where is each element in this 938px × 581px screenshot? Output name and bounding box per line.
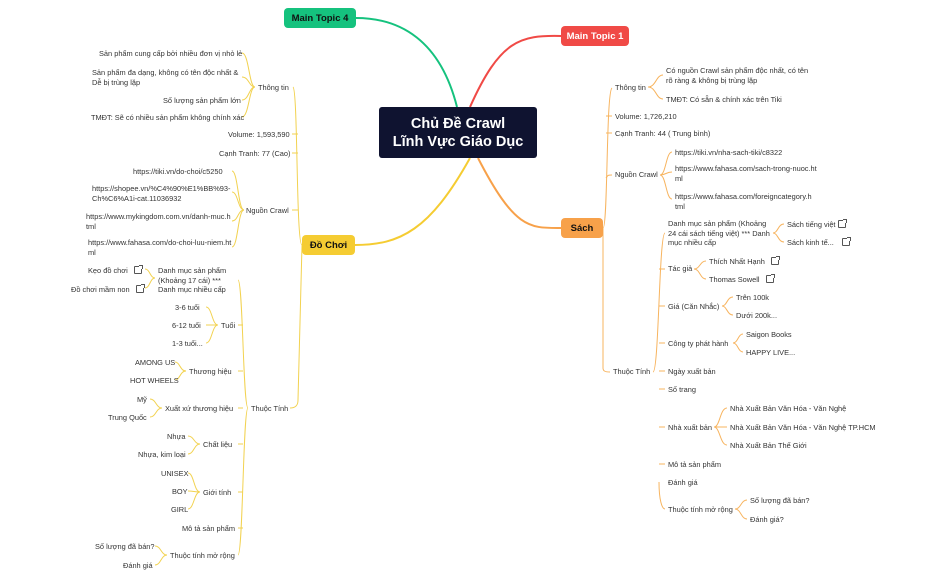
sach-mo-rong[interactable]: Thuộc tính mở rộng	[668, 505, 733, 514]
dochoi-thong-tin-item[interactable]: Sản phẩm cung cấp bởi nhiều đơn vị nhỏ l…	[99, 49, 243, 58]
dochoi-source-link[interactable]: https://tiki.vn/do-choi/c5250	[133, 167, 223, 176]
dochoi-chat-lieu[interactable]: Chất liệu	[203, 440, 233, 449]
dochoi-gioi-tinh-item[interactable]: BOY	[172, 487, 188, 496]
dochoi-chat-lieu-item[interactable]: Nhựa	[167, 432, 186, 441]
sach-mo-rong-item[interactable]: Đánh giá?	[750, 515, 784, 524]
sach-tac-gia-label: Thomas Sowell	[709, 275, 760, 284]
dochoi-thong-tin-item[interactable]: Số lượng sản phẩm lớn	[163, 96, 241, 105]
dochoi-thuong-hieu-item[interactable]: AMONG US	[135, 358, 176, 367]
sach-danh-gia[interactable]: Đánh giá	[668, 478, 698, 487]
dochoi-source-link[interactable]: https://www.fahasa.com/do-choi-luu-niem.…	[88, 238, 232, 257]
dochoi-xuat-xu-item[interactable]: Trung Quốc	[108, 413, 147, 422]
sach-nxb-item[interactable]: Nhà Xuất Bản Văn Hóa - Văn Nghệ	[730, 404, 847, 413]
dochoi-source-link[interactable]: https://shopee.vn/%C4%90%E1%BB%93-Ch%C6%…	[92, 184, 231, 203]
sach-so-trang[interactable]: Số trang	[668, 385, 696, 394]
branch-dochoi	[354, 157, 471, 246]
topic-sach[interactable]: Sách	[561, 218, 603, 238]
topic-do-choi[interactable]: Đồ Chơi	[302, 235, 355, 255]
dochoi-canh-tranh[interactable]: Cạnh Tranh: 77 (Cao)	[219, 149, 291, 158]
sach-nxb-item[interactable]: Nhà Xuất Bản Văn Hóa - Văn Nghệ TP.HCM	[730, 423, 876, 432]
dochoi-nguon-crawl[interactable]: Nguồn Crawl	[246, 206, 289, 215]
dochoi-xuat-xu-item[interactable]: Mỹ	[137, 395, 147, 404]
sach-gia[interactable]: Giá (Căn Nhắc)	[668, 302, 720, 311]
main-topic-4[interactable]: Main Topic 4	[284, 8, 356, 28]
sach-source-link[interactable]: https://www.fahasa.com/foreigncategory.h…	[675, 192, 812, 211]
dochoi-danh-muc-label: Kẹo đồ chơi	[88, 266, 128, 275]
dochoi-danh-muc-label: Đồ chơi mầm non	[71, 285, 130, 294]
dochoi-tuoi-item[interactable]: 6-12 tuổi	[172, 321, 201, 330]
dochoi-danh-muc-item[interactable]: Kẹo đồ chơi	[88, 265, 143, 276]
dochoi-mo-rong-item[interactable]: Đánh giá	[123, 561, 153, 570]
central-title-line2: Lĩnh Vực Giáo Dục	[392, 133, 524, 150]
sach-danh-muc-item[interactable]: Sách tiếng việt	[787, 219, 848, 230]
sach-thuoc-tinh[interactable]: Thuộc Tính	[613, 367, 651, 376]
sach-cong-ty-item[interactable]: HAPPY LIVE...	[746, 348, 796, 357]
sach-danh-muc-label: Sách tiếng việt	[787, 220, 836, 229]
dochoi-tuoi-item[interactable]: 3-6 tuổi	[175, 303, 200, 312]
sach-ngay-xuat-ban[interactable]: Ngày xuất bản	[668, 367, 716, 376]
dochoi-xuat-xu[interactable]: Xuất xứ thương hiệu	[165, 404, 234, 413]
sach-thong-tin-item[interactable]: TMĐT: Có sẵn & chính xác trên Tiki	[666, 95, 782, 104]
sach-mo-rong-item[interactable]: Số lượng đã bán?	[750, 496, 810, 505]
sach-nxb-item[interactable]: Nhà Xuất Bản Thế Giới	[730, 441, 807, 450]
branch-sach	[477, 157, 562, 230]
dochoi-gioi-tinh[interactable]: Giới tính	[203, 488, 232, 497]
sach-tac-gia-item[interactable]: Thomas Sowell	[709, 274, 775, 285]
dochoi-mo-ta[interactable]: Mô tả sản phẩm	[182, 524, 235, 533]
external-link-icon[interactable]	[838, 219, 848, 228]
dochoi-mo-rong[interactable]: Thuộc tính mở rộng	[170, 551, 235, 560]
sach-mo-ta[interactable]: Mô tả sản phẩm	[668, 460, 721, 469]
sach-gia-item[interactable]: Dưới 200k...	[736, 311, 778, 320]
external-link-icon[interactable]	[135, 284, 145, 293]
dochoi-danh-muc[interactable]: Danh mục sản phẩm (Khoảng 17 cái) *** Da…	[158, 266, 227, 294]
branch-main1	[469, 34, 562, 108]
dochoi-gioi-tinh-item[interactable]: UNISEX	[161, 469, 189, 478]
dochoi-thong-tin-item[interactable]: TMĐT: Sẽ có nhiều sản phẩm không chính x…	[91, 113, 245, 122]
external-link-icon[interactable]	[133, 265, 143, 274]
dochoi-thong-tin-item[interactable]: Sản phẩm đa dạng, không có tên độc nhất …	[92, 68, 239, 87]
dochoi-tuoi[interactable]: Tuổi	[221, 321, 236, 330]
dochoi-thuong-hieu-item[interactable]: HOT WHEELS	[130, 376, 179, 385]
sach-tac-gia-item[interactable]: Thích Nhất Hạnh	[709, 256, 780, 267]
dochoi-chat-lieu-item[interactable]: Nhựa, kim loại	[138, 450, 186, 459]
dochoi-thong-tin[interactable]: Thông tin	[258, 83, 289, 92]
sach-nha-xuat-ban[interactable]: Nhà xuất bản	[668, 423, 712, 432]
sach-danh-muc-label: Sách kinh tế...	[787, 238, 834, 247]
sach-cong-ty[interactable]: Công ty phát hành	[668, 339, 729, 348]
dochoi-thuong-hieu[interactable]: Thương hiệu	[189, 367, 232, 376]
external-link-icon[interactable]	[841, 237, 851, 246]
dochoi-volume[interactable]: Volume: 1,593,590	[228, 130, 290, 139]
dochoi-tuoi-item[interactable]: 1-3 tuổi...	[172, 339, 203, 348]
dochoi-gioi-tinh-item[interactable]: GIRL	[171, 505, 189, 514]
sach-cong-ty-item[interactable]: Saigon Books	[746, 330, 792, 339]
sach-danh-muc[interactable]: Danh mục sản phẩm (Khoảng 24 cái sách ti…	[668, 219, 770, 247]
external-link-icon[interactable]	[765, 274, 775, 283]
dochoi-danh-muc-item[interactable]: Đồ chơi mầm non	[71, 284, 145, 295]
branch-main4	[355, 17, 458, 108]
sach-volume[interactable]: Volume: 1,726,210	[615, 112, 677, 121]
dochoi-thuoc-tinh[interactable]: Thuộc Tính	[251, 404, 289, 413]
sach-canh-tranh[interactable]: Cạnh Tranh: 44 ( Trung bình)	[615, 129, 711, 138]
sach-thong-tin[interactable]: Thông tin	[615, 83, 646, 92]
sach-source-link[interactable]: https://www.fahasa.com/sach-trong-nuoc.h…	[675, 164, 817, 183]
sach-gia-item[interactable]: Trên 100k	[736, 293, 770, 302]
central-title-line1: Chủ Đề Crawl	[410, 115, 506, 132]
dochoi-source-link[interactable]: https://www.mykingdom.com.vn/danh-muc.ht…	[86, 212, 231, 231]
sach-nguon-crawl[interactable]: Nguồn Crawl	[615, 170, 658, 179]
central-topic[interactable]: Chủ Đề Crawl Lĩnh Vực Giáo Dục	[379, 107, 537, 158]
sach-danh-muc-item[interactable]: Sách kinh tế...	[787, 237, 851, 248]
dochoi-mo-rong-item[interactable]: Số lượng đã bán?	[95, 542, 155, 551]
sach-thong-tin-item[interactable]: Có nguồn Crawl sản phẩm độc nhất, có tên…	[666, 66, 809, 85]
sach-source-link[interactable]: https://tiki.vn/nha-sach-tiki/c8322	[675, 148, 783, 157]
sach-tac-gia-label: Thích Nhất Hạnh	[709, 257, 765, 266]
external-link-icon[interactable]	[770, 256, 780, 265]
main-topic-1[interactable]: Main Topic 1	[561, 26, 629, 46]
sach-tac-gia[interactable]: Tác giả	[668, 264, 693, 273]
